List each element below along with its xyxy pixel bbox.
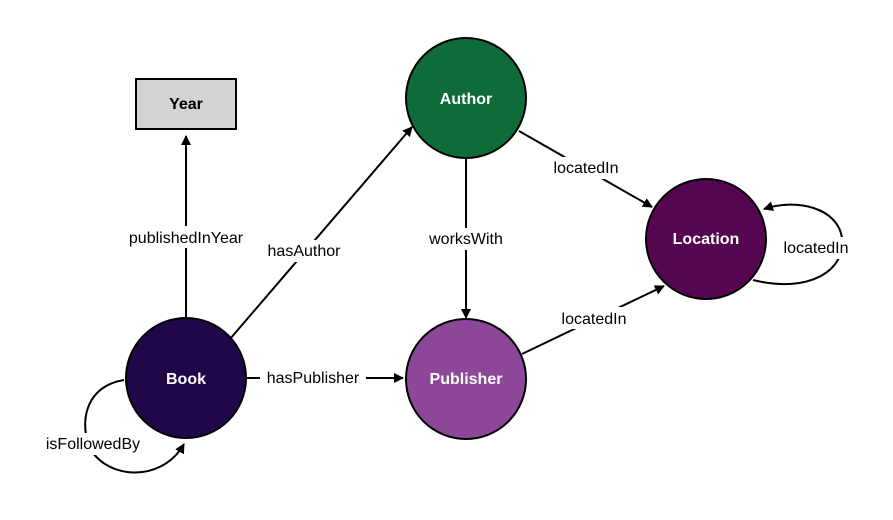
node-label-location: Location (673, 231, 740, 248)
node-label-author: Author (440, 91, 492, 108)
node-book: Book (125, 317, 247, 439)
edge-label-published-in-year: publishedInYear (129, 230, 244, 247)
edge-label-works-with: worksWith (428, 231, 503, 248)
edge-label-has-author: hasAuthor (268, 243, 342, 260)
edge-publisher-located-in: locatedIn (521, 285, 665, 355)
node-publisher: Publisher (405, 318, 527, 440)
edge-label-location-located-in: locatedIn (784, 240, 849, 257)
edge-label-publisher-located-in: locatedIn (562, 311, 627, 328)
edge-label-is-followed-by: isFollowedBy (46, 436, 140, 453)
node-label-book: Book (166, 371, 206, 388)
edge-works-with: worksWith (421, 158, 511, 319)
node-label-publisher: Publisher (430, 371, 503, 388)
edge-author-located-in: locatedIn (518, 130, 653, 208)
node-year: Year (135, 78, 237, 130)
edge-label-has-publisher: hasPublisher (267, 370, 360, 387)
edge-label-author-located-in: locatedIn (554, 160, 619, 177)
edge-has-publisher: hasPublisher (246, 366, 404, 388)
edge-has-author: hasAuthor (229, 126, 413, 340)
node-location: Location (645, 178, 767, 300)
node-label-year: Year (169, 96, 203, 113)
edge-book-self-loop: isFollowedBy (37, 379, 185, 474)
edge-published-in-year: publishedInYear (120, 135, 252, 320)
edge-location-self-loop: locatedIn (752, 201, 855, 285)
node-author: Author (405, 37, 527, 159)
